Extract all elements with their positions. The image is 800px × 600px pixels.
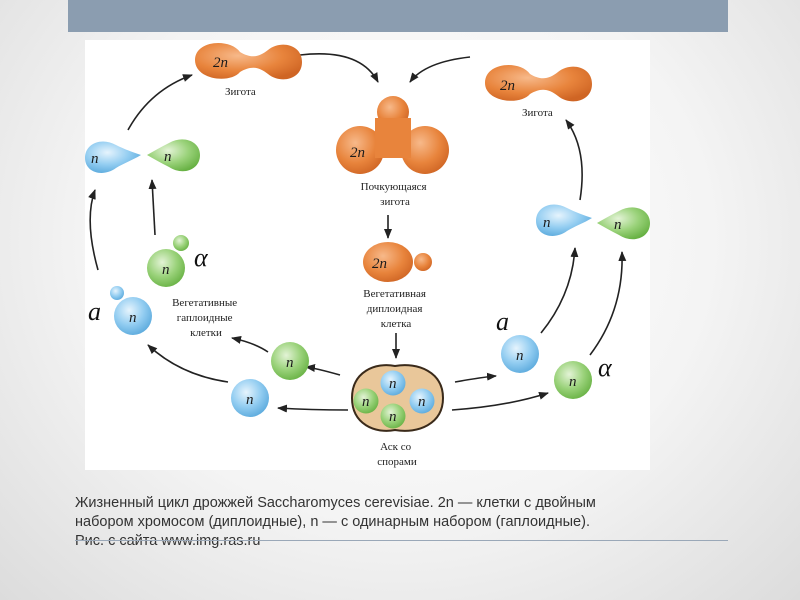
arrow-ascus-to-right-blue [454,372,497,383]
ascus-spore-ploidy-3: n [418,394,426,410]
vegetative-diploid-label: Вегетативная диплоидная клетка [363,288,428,330]
right-fusing-pair: n n [536,204,650,240]
vegetative-diploid-cell: 2n [363,242,432,282]
budding-zygote-cell: 2n [336,96,449,174]
right-pair-blue-ploidy: n [543,215,551,231]
arrow-right-pair-to-zygote [565,119,583,201]
left-a-mating-type: a [88,297,101,326]
left-alpha-cell: n [147,235,189,287]
right-pair-green-ploidy: n [614,217,622,233]
arrow-left-blue-to-a [147,344,229,383]
arrow-left-pair-to-zygote [127,74,193,131]
arrow-a-to-pair-left [88,189,99,271]
arrow-ascus-to-left-blue [277,404,349,413]
caption-divider [75,540,728,541]
left-a-ploidy: n [129,310,137,326]
vegetative-haploid-label: Вегетативные гаплоидные клетки [172,297,240,339]
left-zygote-label: Зигота [225,86,256,98]
arrow-right-zygote-to-budding [409,56,471,83]
arrow-left-zygote-to-budding [299,53,379,83]
left-green-spore: n [271,342,309,380]
arrow-ascus-to-left-green [305,364,341,376]
ascus-with-spores: n n n n [350,364,445,432]
left-alpha-mating-type: α [194,243,209,272]
left-green-spore-ploidy: n [286,355,294,371]
arrow-ascus-to-right-green [451,391,549,411]
left-zygote-cell: 2n [195,42,302,80]
ascus-spore-ploidy-4: n [389,409,397,425]
right-alpha-spore: n [554,361,592,399]
caption-line-2: набором хромосом (диплоидные), n — с оди… [75,514,590,530]
arrow-right-blue-to-pair [540,247,579,334]
left-fusing-pair: n n [85,139,200,173]
left-blue-spore: n [231,379,269,417]
ascus-label: Аск со спорами [377,441,417,468]
arrow-alpha-to-pair-left [148,179,157,236]
left-a-cell: n [110,286,152,335]
right-a-spore: n [501,335,539,373]
left-blue-spore-ploidy: n [246,392,254,408]
left-zygote-ploidy: 2n [213,55,228,71]
arrow-left-green-to-vegetative [231,336,269,353]
right-a-mating-type: a [496,307,509,336]
budding-zygote-label: Почкующаяся зигота [361,181,430,208]
arrow-right-green-to-pair [589,251,627,356]
right-zygote-cell: 2n [485,65,592,102]
vegetative-diploid-ploidy: 2n [372,256,387,272]
right-zygote-label: Зигота [522,107,553,119]
left-alpha-ploidy: n [162,262,170,278]
left-pair-blue-ploidy: n [91,151,99,167]
right-zygote-ploidy: 2n [500,78,515,94]
right-alpha-spore-ploidy: n [569,374,577,390]
budding-zygote-ploidy: 2n [350,145,365,161]
ascus-spore-ploidy-1: n [389,376,397,392]
right-a-spore-ploidy: n [516,348,524,364]
header-bar [68,0,728,32]
ascus-spore-ploidy-2: n [362,394,370,410]
right-alpha-mating-type: α [598,353,613,382]
caption-line-1: Жизненный цикл дрожжей Saccharomyces cer… [75,495,596,511]
caption-line-3: Рис. с сайта www.img.ras.ru [75,533,261,549]
left-pair-green-ploidy: n [164,149,172,165]
figure-caption: Жизненный цикл дрожжей Saccharomyces cer… [75,494,745,551]
